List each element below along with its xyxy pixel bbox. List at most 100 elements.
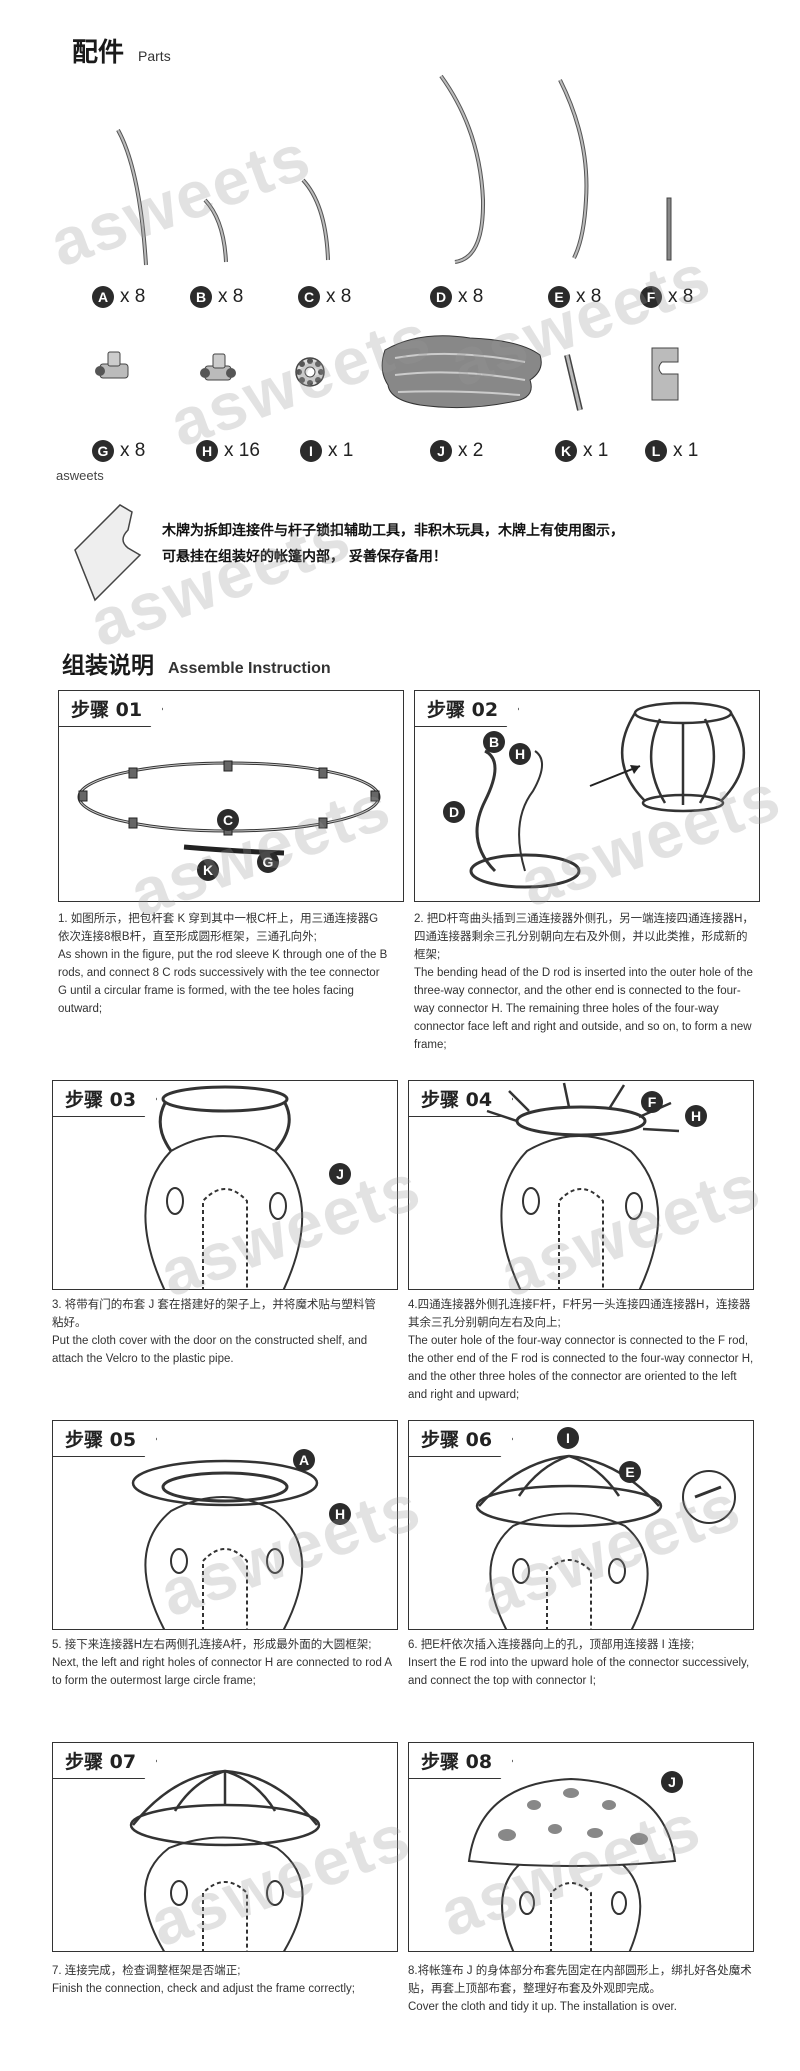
part-letter-badge: K	[555, 440, 577, 462]
part-qty-text: x 8	[218, 286, 244, 307]
step-08-text-cn: 8.将帐篷布 J 的身体部分布套先固定在内部圆形上，绑扎好各处魔术贴，再套上顶部…	[408, 1965, 752, 1995]
part-qty-text: x 8	[120, 286, 146, 307]
step-02-diagram	[469, 701, 746, 889]
step-08-text-en: Cover the cloth and tidy it up. The inst…	[408, 2001, 677, 2013]
step-08-diagram	[467, 1777, 677, 1951]
step-03-text-cn: 3. 将带有门的布套 J 套在搭建好的架子上，并将魔术贴与塑料管粘好。	[52, 1299, 376, 1329]
parts-header: 配件 Parts	[72, 32, 171, 69]
step-05-callout-h: H	[329, 1503, 351, 1525]
callout-badge: B	[483, 731, 505, 753]
part-qty-text: x 1	[583, 440, 609, 461]
step-02-text-en: The bending head of the D rod is inserte…	[414, 967, 753, 1051]
four-way-connector-h	[200, 353, 236, 381]
step-04-description: 4.四通连接器外侧孔连接F杆，F杆另一头连接四通连接器H，连接器其余三孔分别朝向…	[408, 1296, 758, 1404]
part-qty-text: x 8	[668, 286, 694, 307]
callout-badge: K	[197, 859, 219, 881]
step-07-diagram	[129, 1769, 321, 1951]
step-01-label: 步骤 01	[59, 691, 164, 727]
step-07-panel: 步骤 07	[52, 1742, 398, 1952]
cloth-cover-j	[381, 335, 542, 409]
step-04-text-cn: 4.四通连接器外侧孔连接F杆，F杆另一头连接四通连接器H，连接器其余三孔分别朝向…	[408, 1299, 751, 1329]
part-letter-badge: I	[300, 440, 322, 462]
part-qty-text: x 8	[576, 286, 602, 307]
step-07-label: 步骤 07	[53, 1743, 158, 1779]
step-05-text-en: Next, the left and right holes of connec…	[52, 1657, 392, 1687]
part-letter-badge: L	[645, 440, 667, 462]
step-06-panel: 步骤 06 I E	[408, 1420, 754, 1630]
step-03-description: 3. 将带有门的布套 J 套在搭建好的架子上，并将魔术贴与塑料管粘好。 Put …	[52, 1296, 382, 1368]
step-02-callout-h: H	[509, 743, 531, 765]
step-03-panel: 步骤 03 J	[52, 1080, 398, 1290]
part-qty-text: x 8	[326, 286, 352, 307]
step-04-callout-h: H	[685, 1105, 707, 1127]
step-02-label: 步骤 02	[415, 691, 520, 727]
step-05-callout-a: A	[293, 1449, 315, 1471]
step-06-label: 步骤 06	[409, 1421, 514, 1457]
callout-badge: D	[443, 801, 465, 823]
part-qty-text: x 8	[120, 440, 146, 461]
step-04-diagram	[486, 1082, 680, 1289]
step-07-description: 7. 连接完成，检查调整框架是否端正; Finish the connectio…	[52, 1962, 392, 1998]
step-02-callout-b: B	[483, 731, 505, 753]
wood-tag-illustration	[74, 504, 142, 602]
callout-badge: J	[661, 1771, 683, 1793]
step-06-callout-e: E	[619, 1461, 641, 1483]
step-05-diagram	[131, 1459, 319, 1629]
step-04-label: 步骤 04	[409, 1081, 514, 1117]
part-letter-badge: J	[430, 440, 452, 462]
step-02-panel: 步骤 02 B H D	[414, 690, 760, 902]
step-01-callout-k: K	[197, 859, 219, 881]
step-05-panel: 步骤 05 A H	[52, 1420, 398, 1630]
part-qty-text: x 1	[328, 440, 354, 461]
part-letter-badge: B	[190, 286, 212, 308]
wood-tag-note-line1: 木牌为拆卸连接件与杆子锁扣辅助工具，非积木玩具，木牌上有使用图示，	[162, 523, 624, 539]
wood-tag-note-line2: 可悬挂在组装好的帐篷内部， 妥善保存备用！	[162, 549, 447, 565]
part-qty-text: x 8	[458, 286, 484, 307]
step-03-callout-j: J	[329, 1163, 351, 1185]
part-letter-badge: D	[430, 286, 452, 308]
step-04-panel: 步骤 04 F H	[408, 1080, 754, 1290]
step-06-callout-i: I	[557, 1427, 579, 1449]
step-06-text-cn: 6. 把E杆依次插入连接器向上的孔，顶部用连接器 I 连接;	[408, 1639, 695, 1651]
step-05-label: 步骤 05	[53, 1421, 158, 1457]
step-02-callout-d: D	[443, 801, 465, 823]
part-qty-text: x 1	[673, 440, 699, 461]
callout-badge: F	[641, 1091, 663, 1113]
step-08-callout-j: J	[661, 1771, 683, 1793]
brand-label: asweets	[56, 468, 104, 483]
step-02-description: 2. 把D杆弯曲头插到三通连接器外侧孔，另一端连接四通连接器H，四通连接器剩余三…	[414, 910, 758, 1054]
step-03-label: 步骤 03	[53, 1081, 158, 1117]
hub-connector-i	[295, 357, 325, 387]
callout-badge: H	[329, 1503, 351, 1525]
callout-badge: E	[619, 1461, 641, 1483]
assembly-header: 组装说明 Assemble Instruction	[62, 646, 331, 680]
callout-badge: A	[293, 1449, 315, 1471]
part-letter-badge: G	[92, 440, 114, 462]
step-04-callout-f: F	[641, 1091, 663, 1113]
parts-title: 配件	[72, 38, 125, 68]
part-letter-badge: A	[92, 286, 114, 308]
assembly-title: 组装说明	[62, 653, 154, 679]
step-01-text-cn: 1. 如图所示，把包杆套 K 穿到其中一根C杆上，用三通连接器G依次连接8根B杆…	[58, 913, 379, 943]
parts-row2-drawings	[95, 335, 679, 411]
step-01-callout-c: C	[217, 809, 239, 831]
tee-connector-g	[95, 351, 129, 379]
step-06-description: 6. 把E杆依次插入连接器向上的孔，顶部用连接器 I 连接; Insert th…	[408, 1636, 758, 1690]
part-qty-text: x 2	[458, 440, 484, 461]
step-07-text-en: Finish the connection, check and adjust …	[52, 1983, 355, 1995]
step-07-text-cn: 7. 连接完成，检查调整框架是否端正;	[52, 1965, 241, 1977]
part-qty-text: x 16	[224, 440, 260, 461]
step-01-panel: 步骤 01 C K G	[58, 690, 404, 902]
step-01-callout-g: G	[257, 851, 279, 873]
callout-badge: G	[257, 851, 279, 873]
